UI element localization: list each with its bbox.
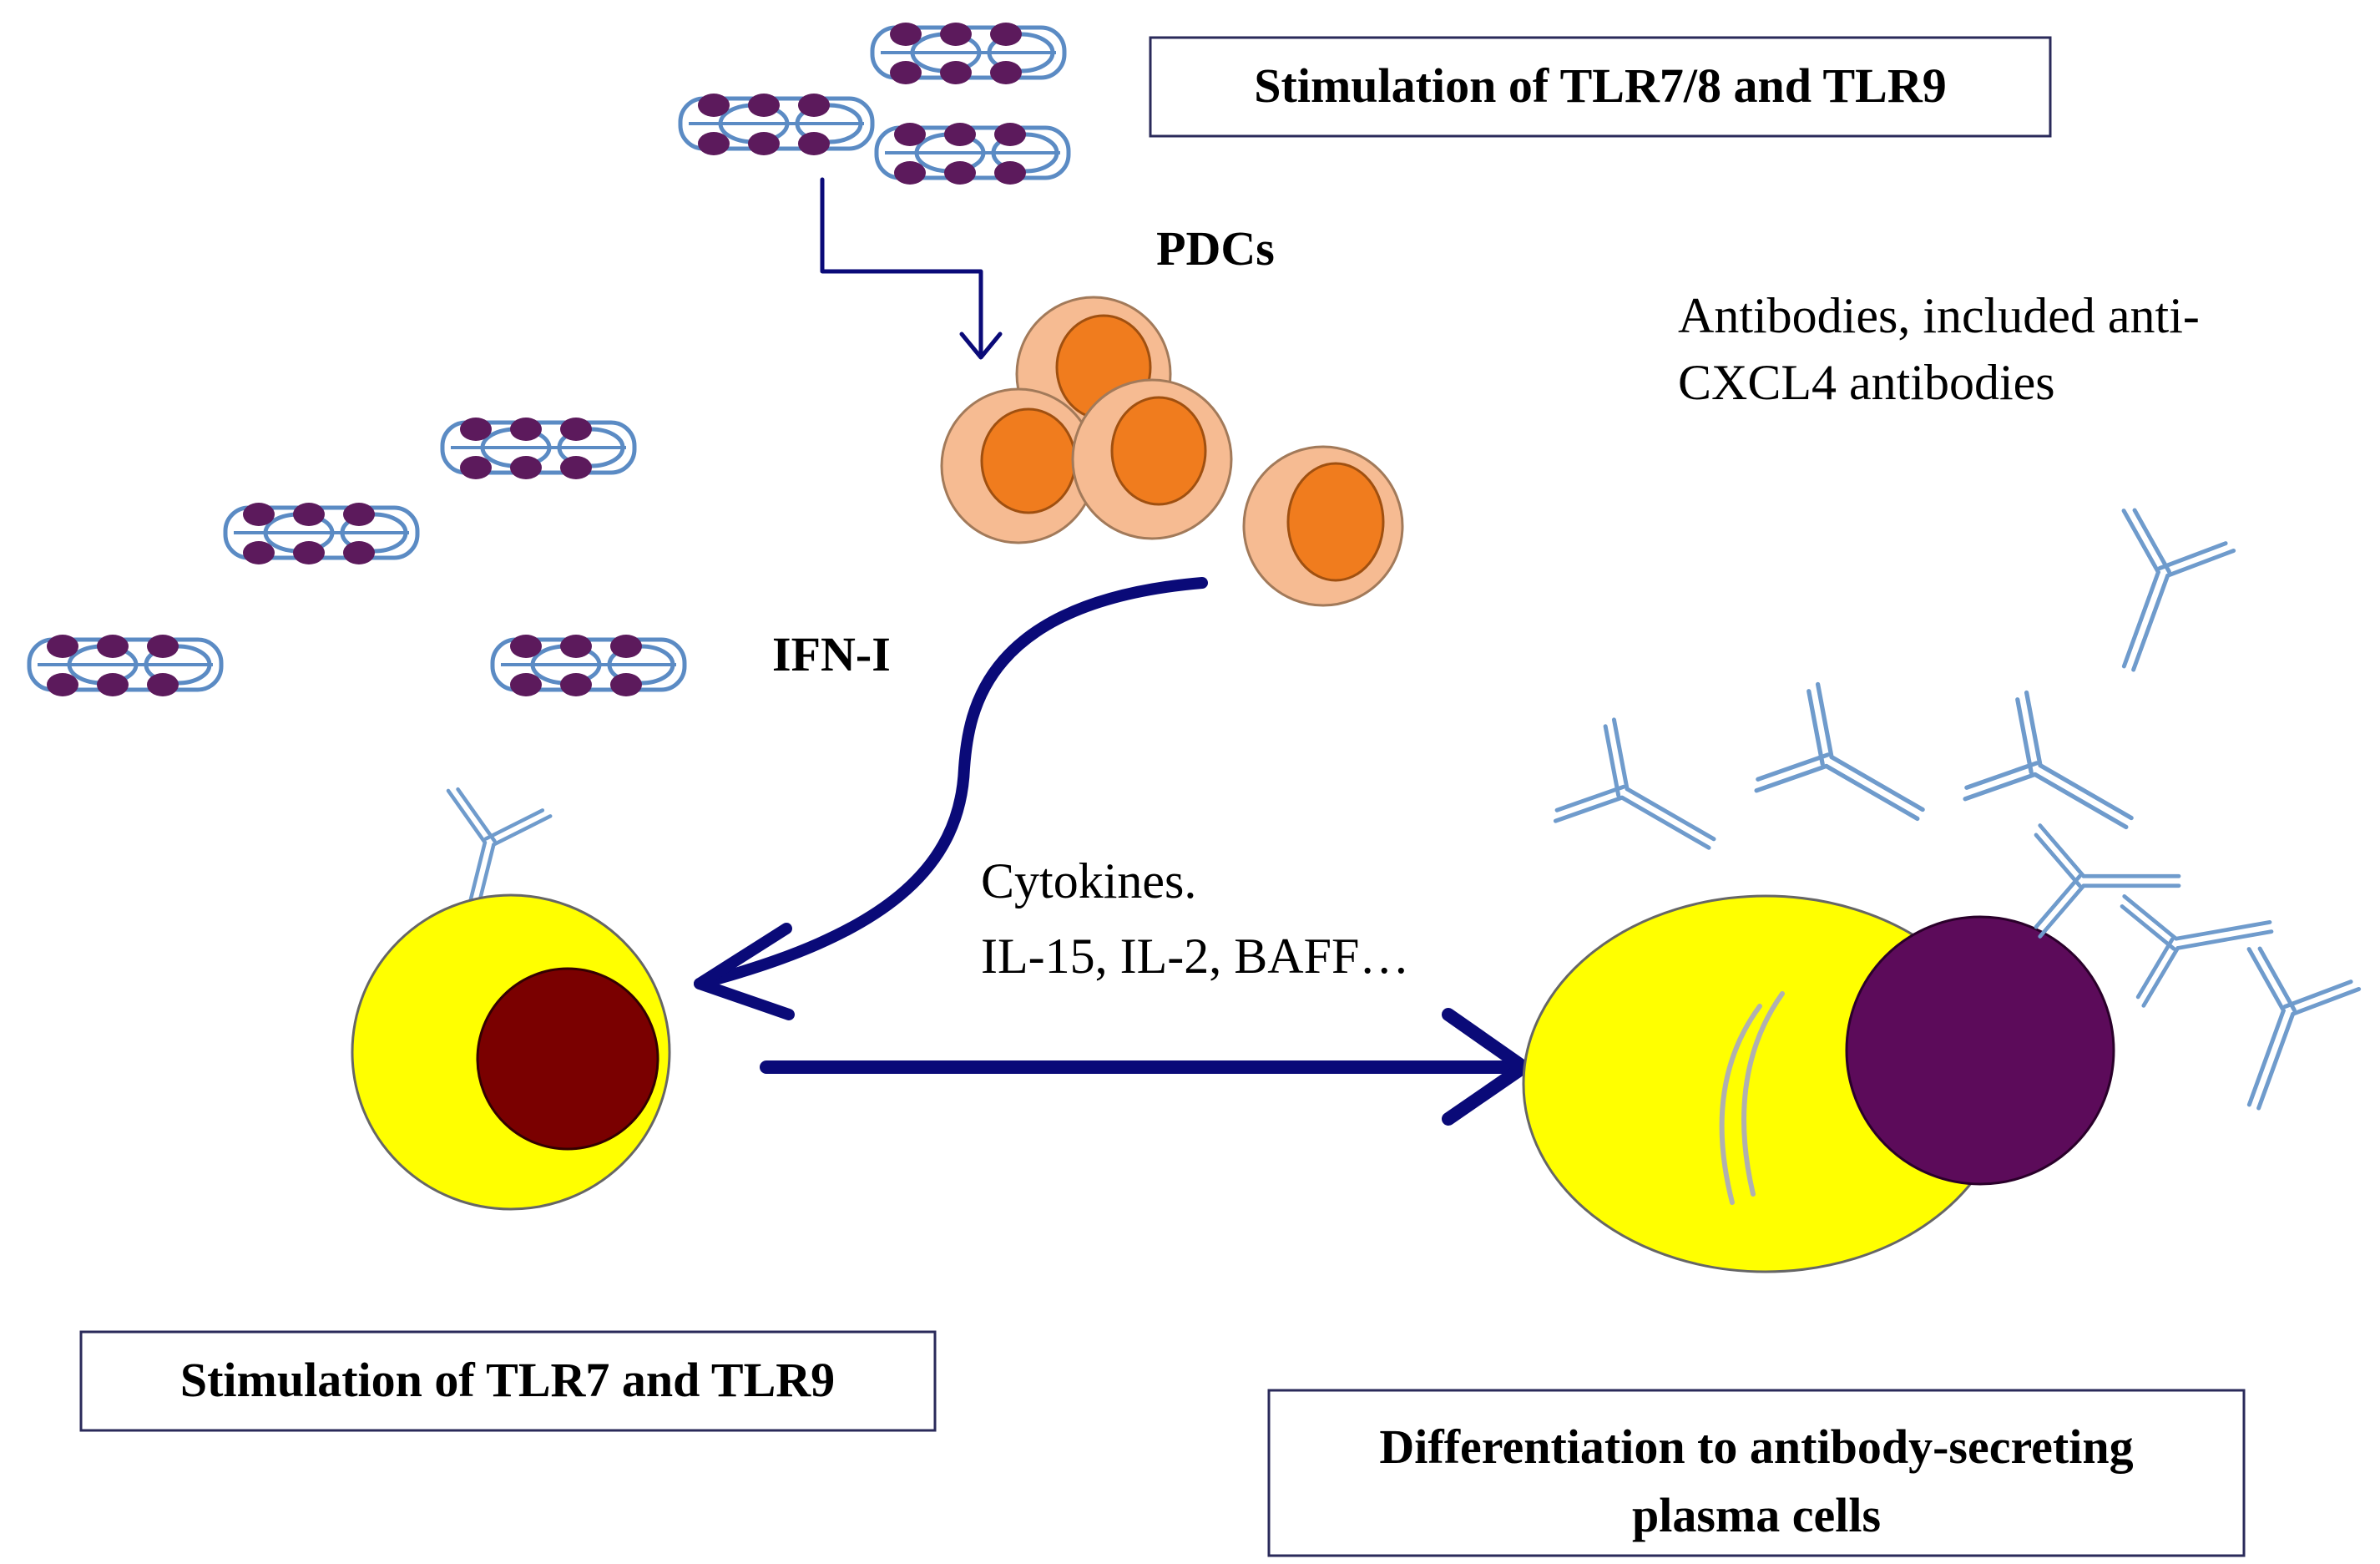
pdc-cluster <box>940 296 1404 607</box>
pdc-cell <box>1071 378 1233 540</box>
b-cell-nucleus <box>476 967 659 1151</box>
antibody-icon <box>1753 682 1951 868</box>
antibody-icon <box>2199 945 2360 1126</box>
ifn-arrow <box>694 577 1208 1020</box>
antibody-icon <box>2036 826 2179 937</box>
differentiation-arrow <box>760 1008 1530 1126</box>
antibodies-label-line1: Antibodies, included anti- <box>1678 288 2200 343</box>
cytokines-label-line1: Cytokines. <box>981 853 1196 909</box>
immune-complex-group-left <box>29 418 685 696</box>
pdc-cell <box>1242 445 1404 607</box>
antibody-icon <box>2074 507 2235 688</box>
antibody-icon <box>2120 873 2280 1007</box>
label-differentiation-line1: Differentiation to antibody-secreting <box>1379 1420 2133 1474</box>
immune-complex-icon <box>493 635 685 696</box>
label-differentiation: Differentiation to antibody-secreting pl… <box>1267 1389 2246 1557</box>
immune-complex-icon <box>680 94 872 155</box>
label-differentiation-line2: plasma cells <box>1632 1488 1881 1542</box>
antibody-icon <box>1552 717 1741 893</box>
pdcs-label: PDCs <box>1156 221 1275 276</box>
plasma-cell-nucleus <box>1845 915 2115 1186</box>
immune-complex-icon <box>29 635 221 696</box>
plasma-cell <box>1522 894 2115 1273</box>
complex-to-pdc-arrow <box>820 177 1003 360</box>
immune-complex-icon <box>442 418 634 479</box>
ifn-label: IFN-I <box>772 627 891 681</box>
immune-complex-icon <box>225 503 417 564</box>
immune-complex-icon <box>872 23 1064 84</box>
b-cell <box>351 787 671 1211</box>
label-stim-tlr7-tlr9: Stimulation of TLR7 and TLR9 <box>79 1330 937 1432</box>
label-stim-tlr78-tlr9: Stimulation of TLR7/8 and TLR9 <box>1149 36 2052 138</box>
label-stim-tlr7-tlr9-text: Stimulation of TLR7 and TLR9 <box>180 1353 835 1407</box>
label-stim-tlr78-tlr9-text: Stimulation of TLR7/8 and TLR9 <box>1254 58 1946 113</box>
immune-complex-icon <box>877 123 1069 185</box>
immune-complex-group-top <box>680 23 1069 185</box>
antibodies-label-line2: CXCL4 antibodies <box>1678 355 2055 410</box>
cytokines-label-line2: IL-15, IL-2, BAFF… <box>981 929 1409 984</box>
